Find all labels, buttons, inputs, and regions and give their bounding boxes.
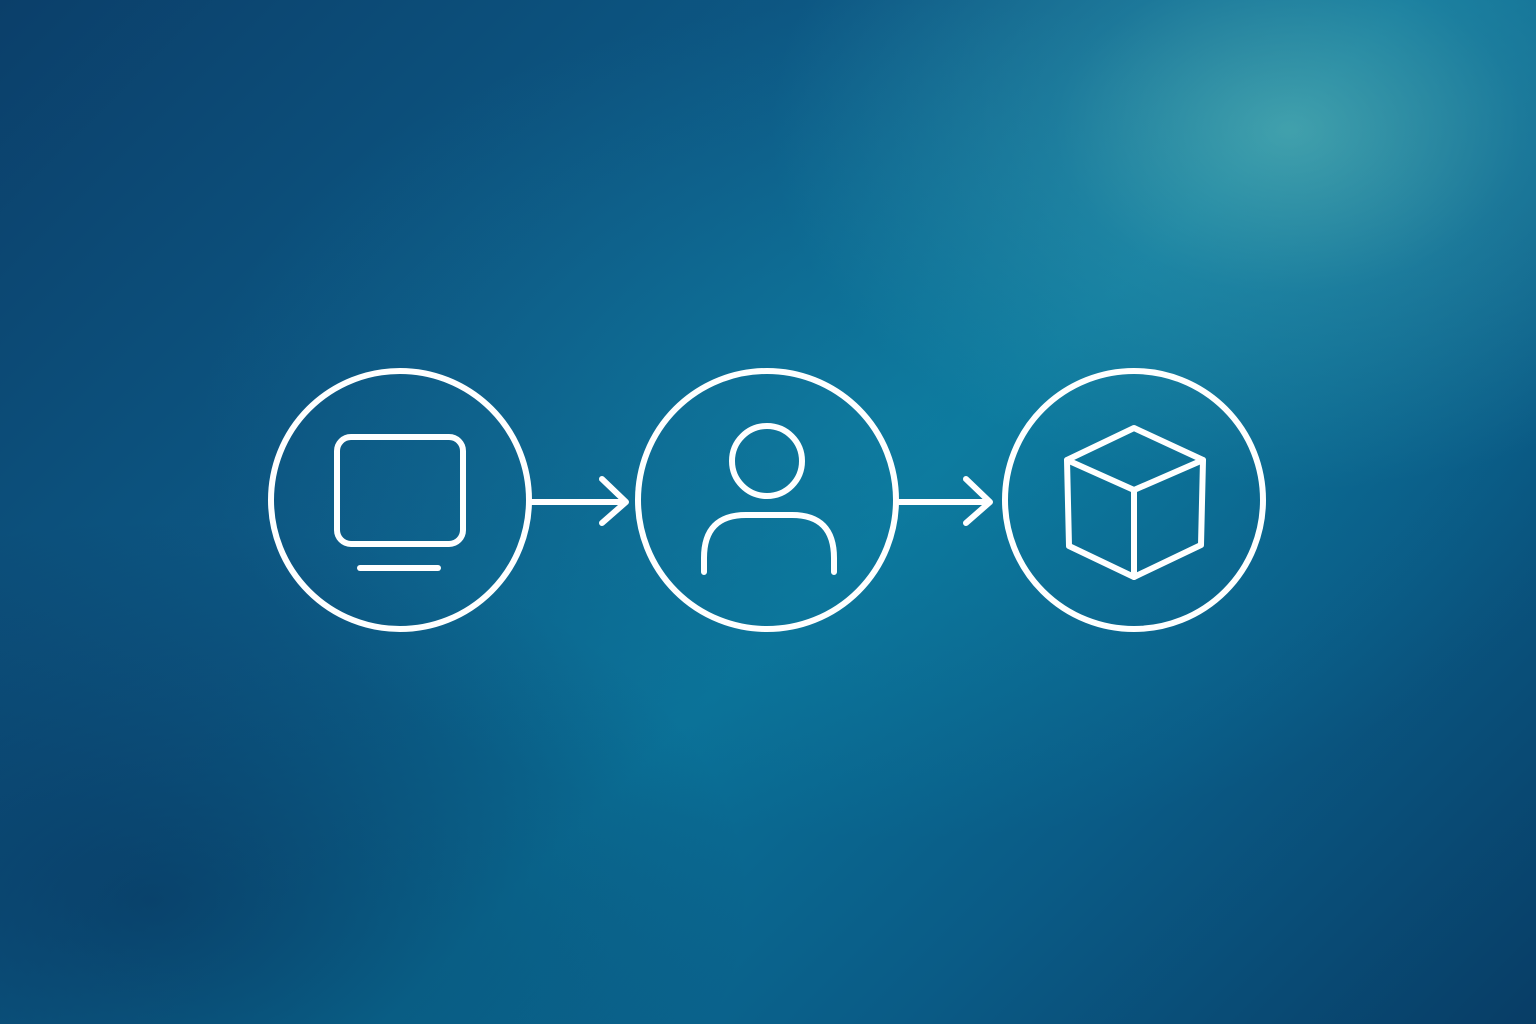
- arrow-right-icon: [895, 476, 993, 526]
- node-cube: [1002, 368, 1266, 632]
- node-user: [635, 368, 899, 632]
- arrow-right-icon: [528, 476, 629, 526]
- node-circle: [1002, 368, 1266, 632]
- node-monitor: [268, 368, 532, 632]
- cube-icon: [1064, 425, 1206, 580]
- node-circle: [635, 368, 899, 632]
- user-icon: [701, 423, 837, 575]
- monitor-icon: [334, 434, 466, 571]
- node-circle: [268, 368, 532, 632]
